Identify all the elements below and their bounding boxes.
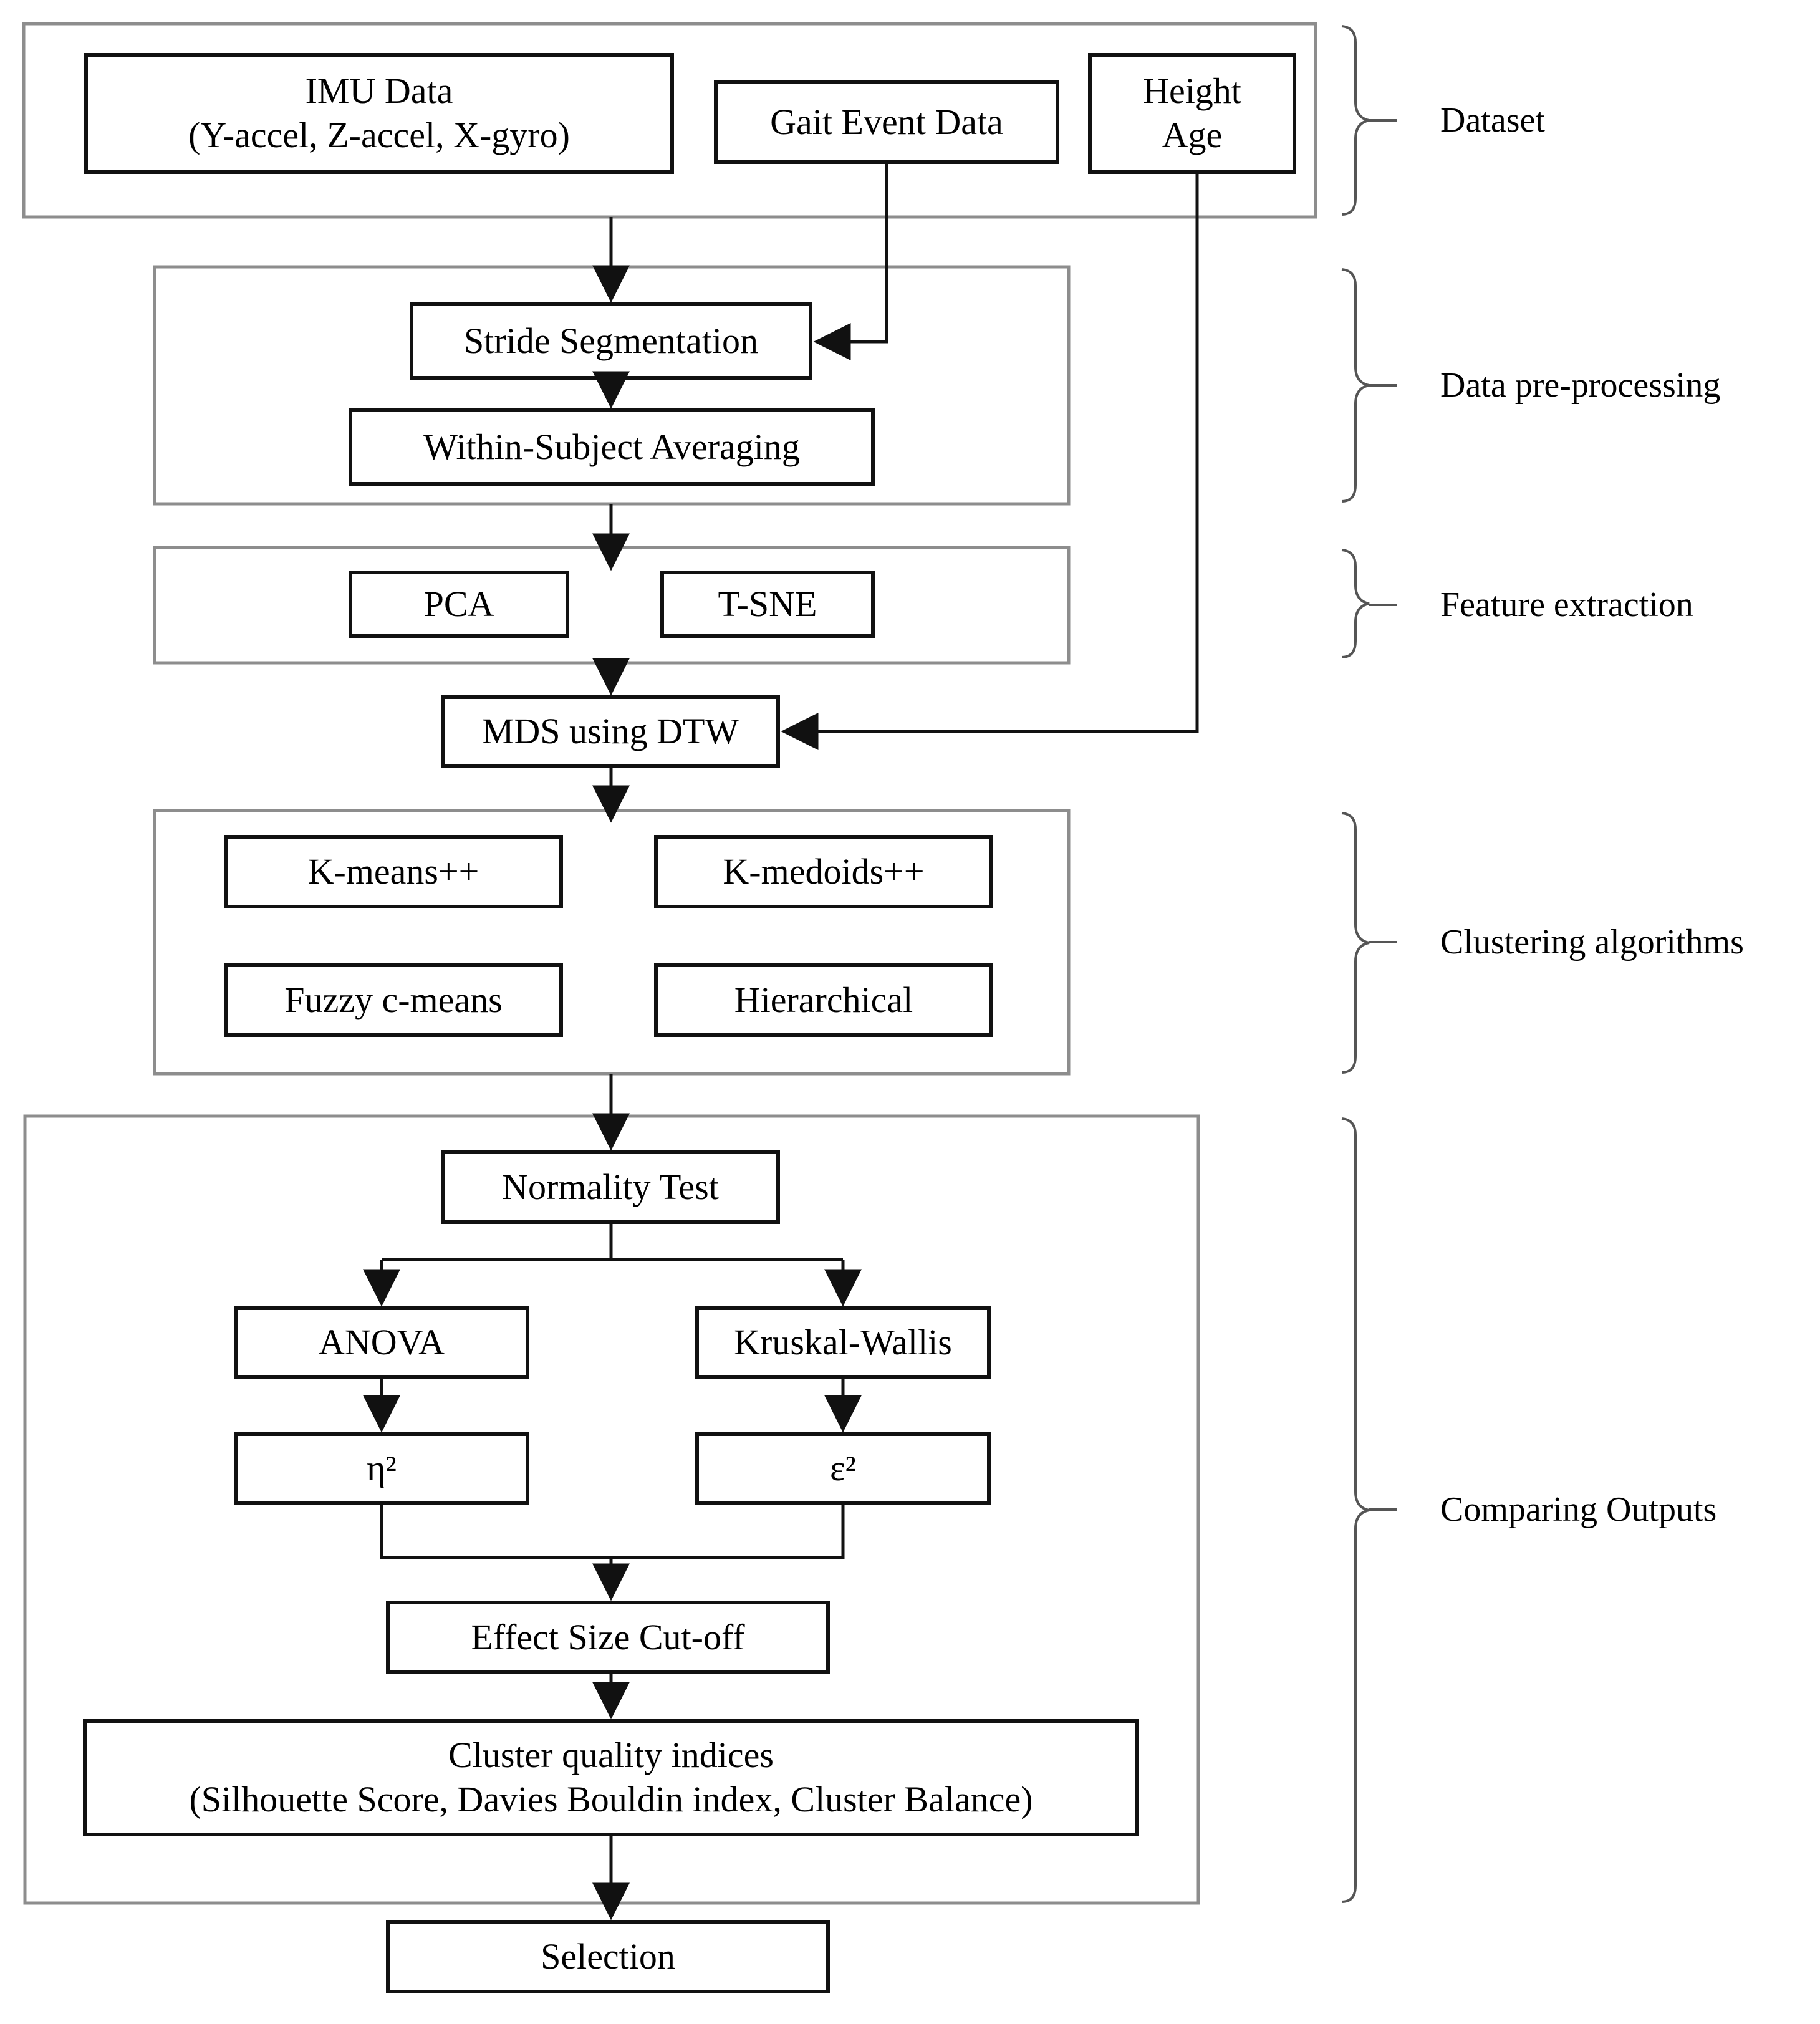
stage-label-dataset: Dataset — [1440, 101, 1545, 140]
label-epsilon-squared: ε² — [830, 1447, 856, 1488]
stage-label-preprocessing: Data pre-processing — [1440, 366, 1721, 405]
brace-features — [1341, 549, 1397, 658]
node-eta-squared — [234, 1432, 529, 1505]
label-anova: ANOVA — [319, 1321, 445, 1362]
stage-label-clustering: Clustering algorithms — [1440, 923, 1744, 961]
label-gait-event-data: Gait Event Data — [770, 101, 1003, 142]
node-effect-size-cutoff — [386, 1601, 830, 1674]
edge-normality-split-trunk — [382, 1222, 843, 1261]
label-normality-test: Normality Test — [502, 1166, 719, 1207]
node-within-subject-averaging — [349, 408, 875, 486]
node-kmeans-plusplus — [224, 835, 563, 908]
node-hierarchical — [654, 963, 993, 1037]
node-fuzzy-c-means — [224, 963, 563, 1037]
node-epsilon-squared — [695, 1432, 991, 1505]
label-selection: Selection — [541, 1935, 675, 1977]
edge-heightage-to-mds — [781, 172, 1199, 750]
label-kmedoids-plusplus: K-medoids++ — [723, 851, 925, 892]
node-normality-test — [441, 1150, 780, 1224]
node-height-age — [1088, 53, 1296, 174]
label-height-age: Height Age — [1143, 70, 1241, 155]
brace-clustering — [1341, 812, 1397, 1074]
label-stride-segmentation: Stride Segmentation — [464, 320, 758, 361]
stage-label-comparing-outputs: Comparing Outputs — [1440, 1490, 1717, 1529]
label-within-subject-averaging: Within-Subject Averaging — [423, 426, 800, 467]
node-anova — [234, 1306, 529, 1379]
label-effect-size-cutoff: Effect Size Cut-off — [471, 1616, 745, 1657]
stage-label-feature-extraction: Feature extraction — [1440, 586, 1693, 624]
node-kmedoids-plusplus — [654, 835, 993, 908]
group-dataset — [22, 22, 1317, 219]
label-eta-squared: η² — [367, 1447, 397, 1488]
node-imu-data — [84, 53, 674, 174]
edge-gait-to-stride — [813, 162, 888, 360]
label-kruskal-wallis: Kruskal-Wallis — [734, 1321, 952, 1362]
brace-dataset — [1341, 25, 1397, 216]
label-pca: PCA — [423, 583, 494, 624]
edge-effectsizes-merge — [380, 1503, 845, 1559]
label-cluster-quality-indices: Cluster quality indices (Silhouette Scor… — [189, 1735, 1033, 1819]
node-stride-segmentation — [410, 302, 812, 380]
label-kmeans-plusplus: K-means++ — [307, 851, 479, 892]
node-kruskal-wallis — [695, 1306, 991, 1379]
label-mds-using-dtw: MDS using DTW — [481, 710, 739, 751]
label-tsne: T-SNE — [718, 583, 817, 624]
node-selection — [386, 1920, 830, 1993]
node-pca — [349, 571, 569, 638]
label-imu-data: IMU Data (Y-accel, Z-accel, X-gyro) — [188, 70, 570, 155]
brace-comparing — [1341, 1117, 1397, 1903]
node-mds-using-dtw — [441, 695, 780, 768]
node-gait-event-data — [714, 80, 1059, 164]
label-fuzzy-c-means: Fuzzy c-means — [284, 979, 503, 1020]
node-cluster-quality-indices — [83, 1719, 1139, 1836]
node-tsne — [660, 571, 875, 638]
brace-preprocessing — [1341, 268, 1397, 503]
label-hierarchical: Hierarchical — [734, 979, 913, 1020]
